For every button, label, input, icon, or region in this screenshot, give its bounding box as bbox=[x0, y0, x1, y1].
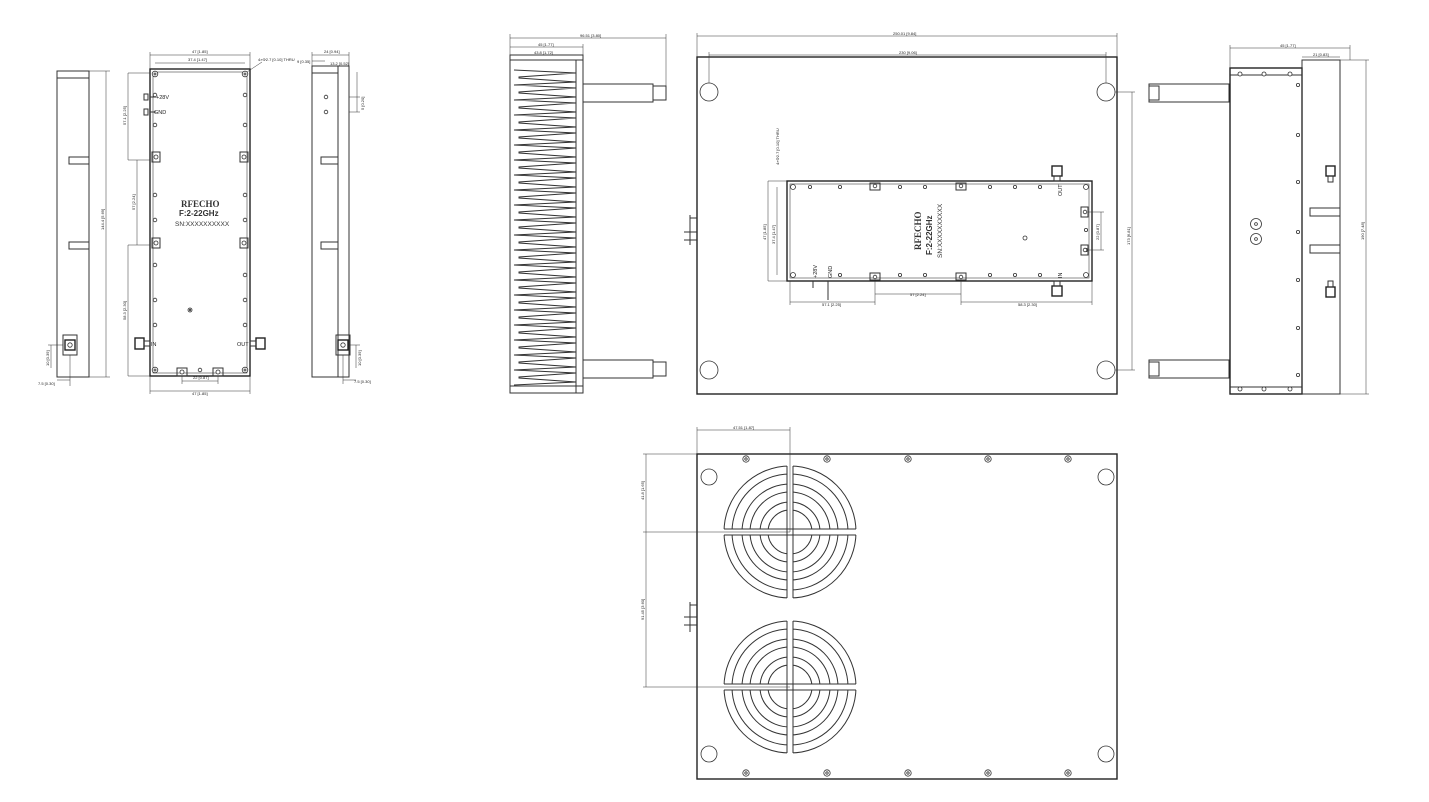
bottom-screw bbox=[906, 771, 910, 775]
dim-front-width: 47 [1.85] bbox=[192, 49, 208, 54]
bottom-screw bbox=[1066, 457, 1070, 461]
top-dim-right: 22 [0.87] bbox=[1095, 224, 1100, 240]
top-dim-b3: 58.3 [2.30] bbox=[1018, 302, 1037, 307]
dim-front-hole-note: 4×Φ2.7 [0.10] THRU bbox=[258, 57, 295, 62]
dim-side-b: 13.2 [0.52] bbox=[330, 61, 349, 66]
dim-front-conn-h: 10 [0.39] bbox=[45, 350, 50, 366]
top-out-label: OUT bbox=[1058, 184, 1064, 196]
top-dim-left-a: 47 [1.85] bbox=[762, 224, 767, 240]
right-side-holes bbox=[1237, 71, 1301, 392]
front-gnd-label: GND bbox=[154, 110, 166, 116]
top-brand: RFECHO bbox=[913, 211, 923, 250]
bottom-dim-fan-y: 41.8 [1.65] bbox=[640, 481, 645, 500]
dim-side-w: 24 [0.94] bbox=[324, 49, 340, 54]
dim-side-conn-off: 7.5 [0.30] bbox=[354, 379, 371, 384]
top-dim-b1: 57.1 [2.25] bbox=[822, 302, 841, 307]
top-dim-holes: 230 [9.06] bbox=[899, 50, 917, 55]
bottom-screw bbox=[1066, 771, 1070, 775]
top-view: 250.01 [9.84] 230 [9.06] 173 [6.81] bbox=[684, 31, 1135, 395]
dim-front-lower: 58.3 [2.30] bbox=[122, 301, 127, 320]
bottom-screws bbox=[742, 455, 1072, 777]
front-in-label: IN bbox=[151, 342, 157, 348]
dim-side-c: 5 [0.20] bbox=[360, 97, 365, 110]
dim-front-conn-gap: 22 [0.87] bbox=[193, 375, 209, 380]
dim-front-conn-off: 7.5 [0.30] bbox=[38, 381, 55, 386]
top-dim-vertical: 173 [6.81] bbox=[1126, 227, 1131, 245]
dim-side-a: 9 [0.35] bbox=[297, 59, 310, 64]
front-brand: RFECHO bbox=[181, 199, 220, 209]
heatsink-dim-fin: 43.8 [1.72] bbox=[534, 50, 553, 55]
side-dim-total: 45 [1.77] bbox=[1280, 43, 1296, 48]
bottom-screw bbox=[986, 457, 990, 461]
front-out-label: OUT bbox=[237, 342, 249, 348]
top-power-label: +28V bbox=[813, 265, 819, 278]
bottom-screw bbox=[825, 771, 829, 775]
front-serial: SN:XXXXXXXXXX bbox=[175, 221, 230, 228]
bottom-screw bbox=[825, 457, 829, 461]
heatsink-dim-base: 45 [1.77] bbox=[538, 42, 554, 47]
top-dim-b2: 57 [2.24] bbox=[910, 292, 926, 297]
bottom-dim-fan-x: 47.51 [1.87] bbox=[733, 425, 754, 430]
top-dim-total: 250.01 [9.84] bbox=[893, 31, 916, 36]
bottom-screw bbox=[906, 457, 910, 461]
front-view-board: 47 [1.85] 37.4 [1.47] 4×Φ2.7 [0.10] THRU… bbox=[38, 49, 295, 396]
front-view-right-profile: 24 [0.94] 9 [0.35] 13.2 [0.52] 5 [0.20] … bbox=[297, 49, 371, 384]
right-side-view: 45 [1.77] 21 [0.83] 190 [7.48] bbox=[1148, 43, 1369, 395]
top-dim-hole-note: 4×Φ2.7 [0.10] THRU bbox=[775, 128, 780, 165]
front-frequency: F:2-22GHz bbox=[179, 209, 219, 218]
top-serial: SN:XXXXXXXXXX bbox=[937, 203, 944, 258]
heatsink-side-view: 96.51 [3.80] 45 [1.77] 43.8 [1.72] bbox=[509, 33, 667, 394]
dim-front-upper: 57.1 [2.25] bbox=[122, 106, 127, 125]
front-power-label: +28V bbox=[156, 95, 169, 101]
bottom-screw bbox=[744, 771, 748, 775]
heatsink-dim-total: 96.51 [3.80] bbox=[580, 33, 601, 38]
top-in-label: IN bbox=[1058, 272, 1064, 278]
bottom-dim-fan-pitch: 91.45 [3.60] bbox=[640, 599, 645, 620]
bottom-screw bbox=[986, 771, 990, 775]
top-frequency: F:2-22GHz bbox=[925, 215, 934, 255]
bottom-view: 47.51 [1.87] 41.8 [1.65] 91.45 [3.60] bbox=[640, 425, 1118, 780]
front-screws bbox=[152, 92, 248, 373]
dim-front-mid: 57 [2.24] bbox=[131, 194, 136, 210]
dim-front-hole-span: 37.4 [1.47] bbox=[188, 57, 207, 62]
dim-side-conn-h: 10 [0.39] bbox=[357, 350, 362, 366]
side-dim-part: 21 [0.83] bbox=[1313, 52, 1329, 57]
top-dim-left-b: 37.4 [1.47] bbox=[771, 225, 776, 244]
top-module-screws bbox=[808, 184, 1089, 277]
bottom-screw bbox=[744, 457, 748, 461]
side-dim-height: 190 [7.48] bbox=[1360, 222, 1365, 240]
dim-left-height: 144.4 [5.69] bbox=[100, 209, 105, 230]
front-view-left-profile: 144.4 [5.69] bbox=[56, 70, 110, 378]
dim-front-bottom-width: 47 [1.85] bbox=[192, 391, 208, 396]
top-gnd-label: GND bbox=[828, 266, 834, 278]
